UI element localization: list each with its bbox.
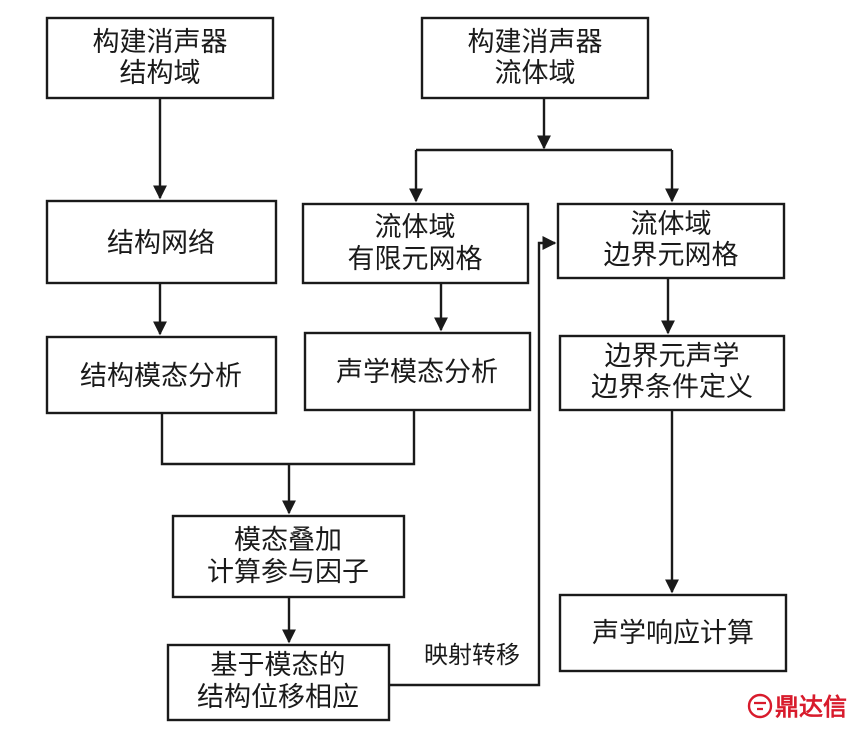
node-build-fluid-domain: 构建消声器 流体域 — [420, 16, 650, 100]
node-build-structure-domain: 构建消声器 结构域 — [45, 16, 275, 100]
watermark-text: 鼎达信 — [775, 693, 847, 721]
node-line: 声学模态分析 — [336, 357, 498, 388]
node-line: 边界元声学 — [605, 341, 740, 372]
node-modal-superposition: 模态叠加 计算参与因子 — [171, 514, 406, 599]
edge-modal-merge — [160, 410, 416, 466]
node-structure-modal-analysis: 结构模态分析 — [45, 335, 278, 415]
node-line: 基于模态的 — [211, 650, 346, 681]
watermark-icon-mark — [754, 701, 766, 711]
node-line: 结构位移相应 — [197, 682, 359, 713]
node-fluid-bem-mesh: 流体域 边界元网格 — [556, 202, 786, 280]
node-line: 构建消声器 — [93, 27, 228, 58]
node-acoustic-response: 声学响应计算 — [558, 593, 788, 673]
node-line: 结构域 — [120, 58, 201, 89]
node-line: 构建消声器 — [468, 27, 603, 58]
node-line: 结构模态分析 — [80, 361, 242, 392]
connectors — [153, 98, 679, 687]
watermark-logo: 鼎达信 — [747, 693, 847, 721]
node-fluid-fem-mesh: 流体域 有限元网格 — [301, 202, 530, 285]
node-bem-acoustic-boundary: 边界元声学 边界条件定义 — [558, 334, 786, 412]
node-acoustic-modal-analysis: 声学模态分析 — [303, 331, 532, 412]
node-line: 结构网络 — [107, 228, 215, 259]
node-line: 边界元网格 — [604, 240, 739, 271]
watermark-icon — [747, 693, 773, 719]
node-structure-mesh: 结构网络 — [45, 199, 278, 285]
mapping-transfer-label: 映射转移 — [424, 641, 520, 669]
node-line: 边界条件定义 — [591, 372, 753, 403]
node-line: 流体域 — [495, 58, 576, 89]
node-line: 有限元网格 — [348, 244, 483, 275]
node-modal-displacement: 基于模态的 结构位移相应 — [166, 643, 391, 722]
node-line: 模态叠加 — [234, 525, 342, 556]
node-line: 声学响应计算 — [592, 618, 754, 649]
node-line: 流体域 — [631, 209, 712, 240]
node-line: 计算参与因子 — [207, 557, 369, 588]
node-line: 流体域 — [375, 212, 456, 243]
edge-mapping-transfer — [389, 236, 557, 687]
